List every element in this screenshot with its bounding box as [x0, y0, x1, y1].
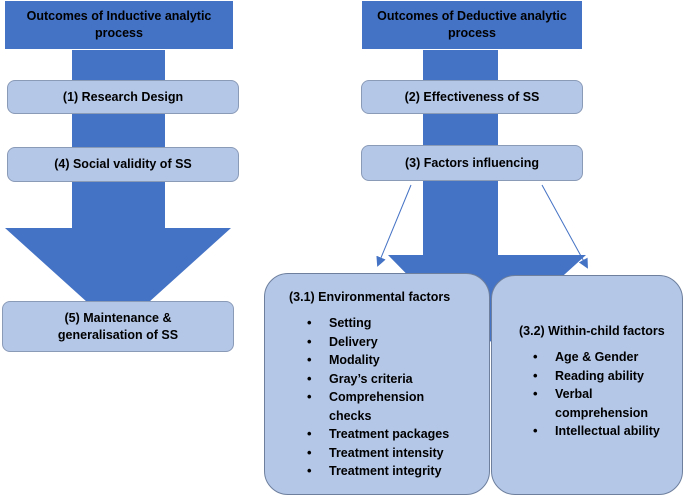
list-item: Reading ability — [533, 367, 675, 386]
deductive-header-text: Outcomes of Deductive analytic process — [377, 9, 567, 40]
maintenance-box: (5) Maintenance & generalisation of SS — [2, 301, 234, 352]
list-item: Comprehension checks — [307, 388, 424, 425]
list-item: Intellectual ability — [533, 422, 675, 441]
research-design-box: (1) Research Design — [7, 80, 239, 114]
list-item: Verbal comprehension — [533, 385, 655, 422]
list-item: Treatment integrity — [307, 462, 459, 481]
list-item: Setting — [307, 314, 459, 333]
list-item: Delivery — [307, 333, 459, 352]
connector-arrow-environmental — [376, 184, 412, 267]
within-child-factors-title: (3.2) Within-child factors — [519, 324, 665, 338]
deductive-header: Outcomes of Deductive analytic process — [362, 1, 582, 49]
left-down-arrow — [5, 50, 231, 330]
list-item: Treatment packages — [307, 425, 459, 444]
effectiveness-box: (2) Effectiveness of SS — [361, 80, 583, 114]
connector-arrow-within-child — [541, 184, 588, 269]
social-validity-label: (4) Social validity of SS — [54, 157, 192, 171]
within-child-factors-panel: (3.2) Within-child factors Age & Gender … — [491, 275, 683, 495]
factors-influencing-label: (3) Factors influencing — [404, 155, 540, 170]
environmental-factors-panel: (3.1) Environmental factors Setting Deli… — [264, 273, 490, 495]
list-item: Gray’s criteria — [307, 370, 459, 389]
environmental-factors-title: (3.1) Environmental factors — [289, 290, 451, 304]
list-item: Age & Gender — [533, 348, 675, 367]
list-item: Modality — [307, 351, 459, 370]
research-design-label: (1) Research Design — [62, 89, 184, 104]
environmental-factors-list: Setting Delivery Modality Gray’s criteri… — [307, 314, 459, 481]
inductive-header-text: Outcomes of Inductive analytic process — [26, 9, 212, 40]
within-child-factors-list: Age & Gender Reading ability Verbal comp… — [533, 348, 675, 441]
maintenance-label: (5) Maintenance & generalisation of SS — [57, 310, 179, 342]
factors-influencing-box: (3) Factors influencing — [361, 145, 583, 181]
social-validity-box: (4) Social validity of SS — [7, 147, 239, 182]
list-item: Treatment intensity — [307, 444, 459, 463]
effectiveness-label: (2) Effectiveness of SS — [404, 89, 540, 104]
inductive-header: Outcomes of Inductive analytic process — [5, 1, 233, 49]
